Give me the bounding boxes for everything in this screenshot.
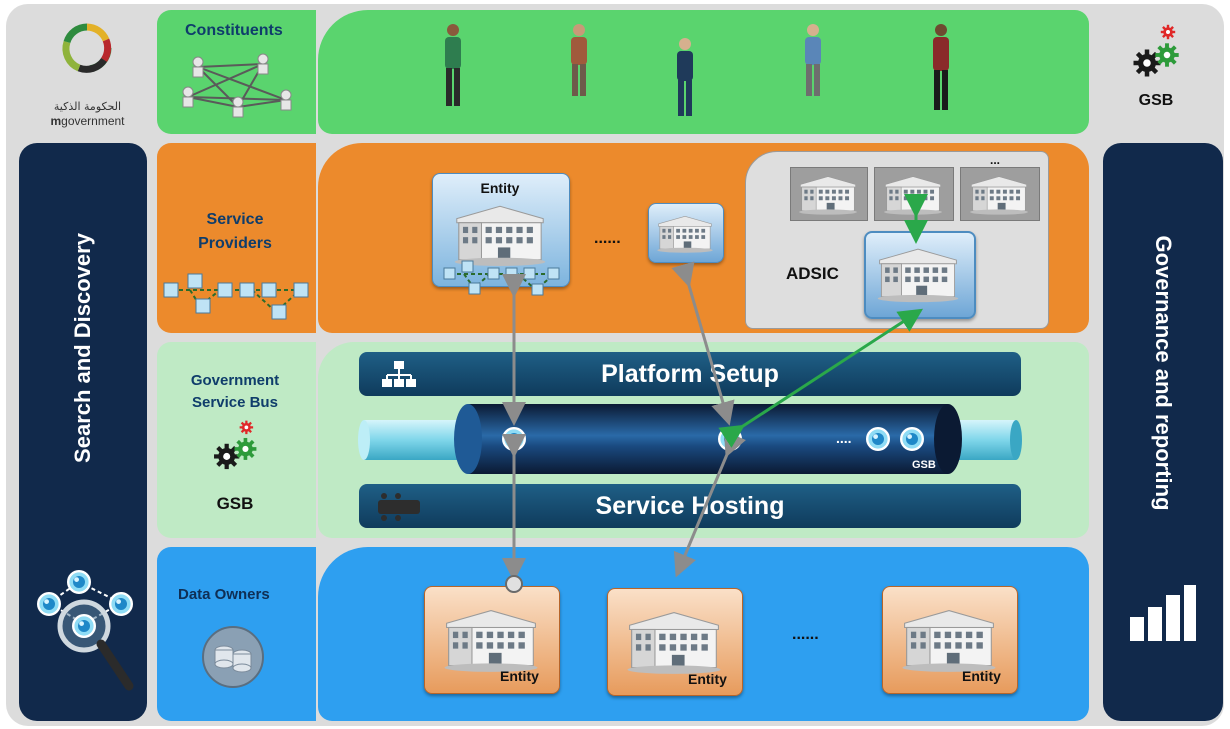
person-icon xyxy=(445,24,461,106)
provider-entity-label: Entity xyxy=(480,180,520,196)
database-icon xyxy=(202,626,264,688)
gsb-top-label: GSB xyxy=(1138,92,1174,109)
logo-latin-text: mgovernment xyxy=(40,114,135,128)
search-discovery-sidebar: Search and Discovery xyxy=(19,143,147,721)
logo-ring-icon xyxy=(62,23,112,73)
provider-ellipsis: ...... xyxy=(594,230,621,247)
person-icon xyxy=(571,24,587,96)
service-providers-label: Service Providers xyxy=(160,208,310,256)
adsic-label: ADSIC xyxy=(786,264,839,283)
logo: الحكومة الذكية mgovernment xyxy=(40,14,150,129)
owner-entity-label: Entity xyxy=(500,668,539,684)
logo-government: government xyxy=(61,114,125,128)
gsb-top-badge: GSB xyxy=(1120,16,1200,126)
gsb-row-label: Government Service Bus xyxy=(160,370,310,414)
data-owners-label: Data Owners xyxy=(178,586,270,603)
person-icon xyxy=(805,24,821,96)
constituents-label: Constituents xyxy=(185,22,283,39)
search-network-icon xyxy=(37,570,134,691)
logo-m: m xyxy=(50,114,62,128)
people-network-icon xyxy=(182,53,292,118)
person-icon xyxy=(677,38,693,116)
service-providers-label-panel xyxy=(157,143,316,333)
workflow-icon xyxy=(163,273,309,320)
owner-ellipsis: ...... xyxy=(792,626,819,643)
service-providers-label-line1: Service xyxy=(206,211,264,228)
owner-entity-label: Entity xyxy=(688,671,727,687)
gsb-row-label-line2: Service Bus xyxy=(192,394,278,411)
server-rack-icon xyxy=(378,493,420,521)
connector-node xyxy=(505,575,523,593)
pipe-gsb-label: GSB xyxy=(912,459,936,471)
governance-reporting-sidebar: Governance and reporting xyxy=(1103,143,1223,721)
logo-arabic-text: الحكومة الذكية xyxy=(53,100,122,113)
gsb-row-label-line1: Government xyxy=(190,372,280,389)
bar-chart-icon xyxy=(1130,585,1196,641)
entity-workflow-icon xyxy=(443,260,560,296)
adsic-more-label: ... xyxy=(990,153,1001,167)
gsb-row-gsb-label: GSB xyxy=(216,494,254,513)
network-topology-icon xyxy=(382,361,416,387)
gsb-label-panel xyxy=(157,342,316,538)
service-providers-label-line2: Providers xyxy=(198,235,272,252)
owner-entity-label: Entity xyxy=(962,668,1001,684)
person-icon xyxy=(933,24,949,110)
